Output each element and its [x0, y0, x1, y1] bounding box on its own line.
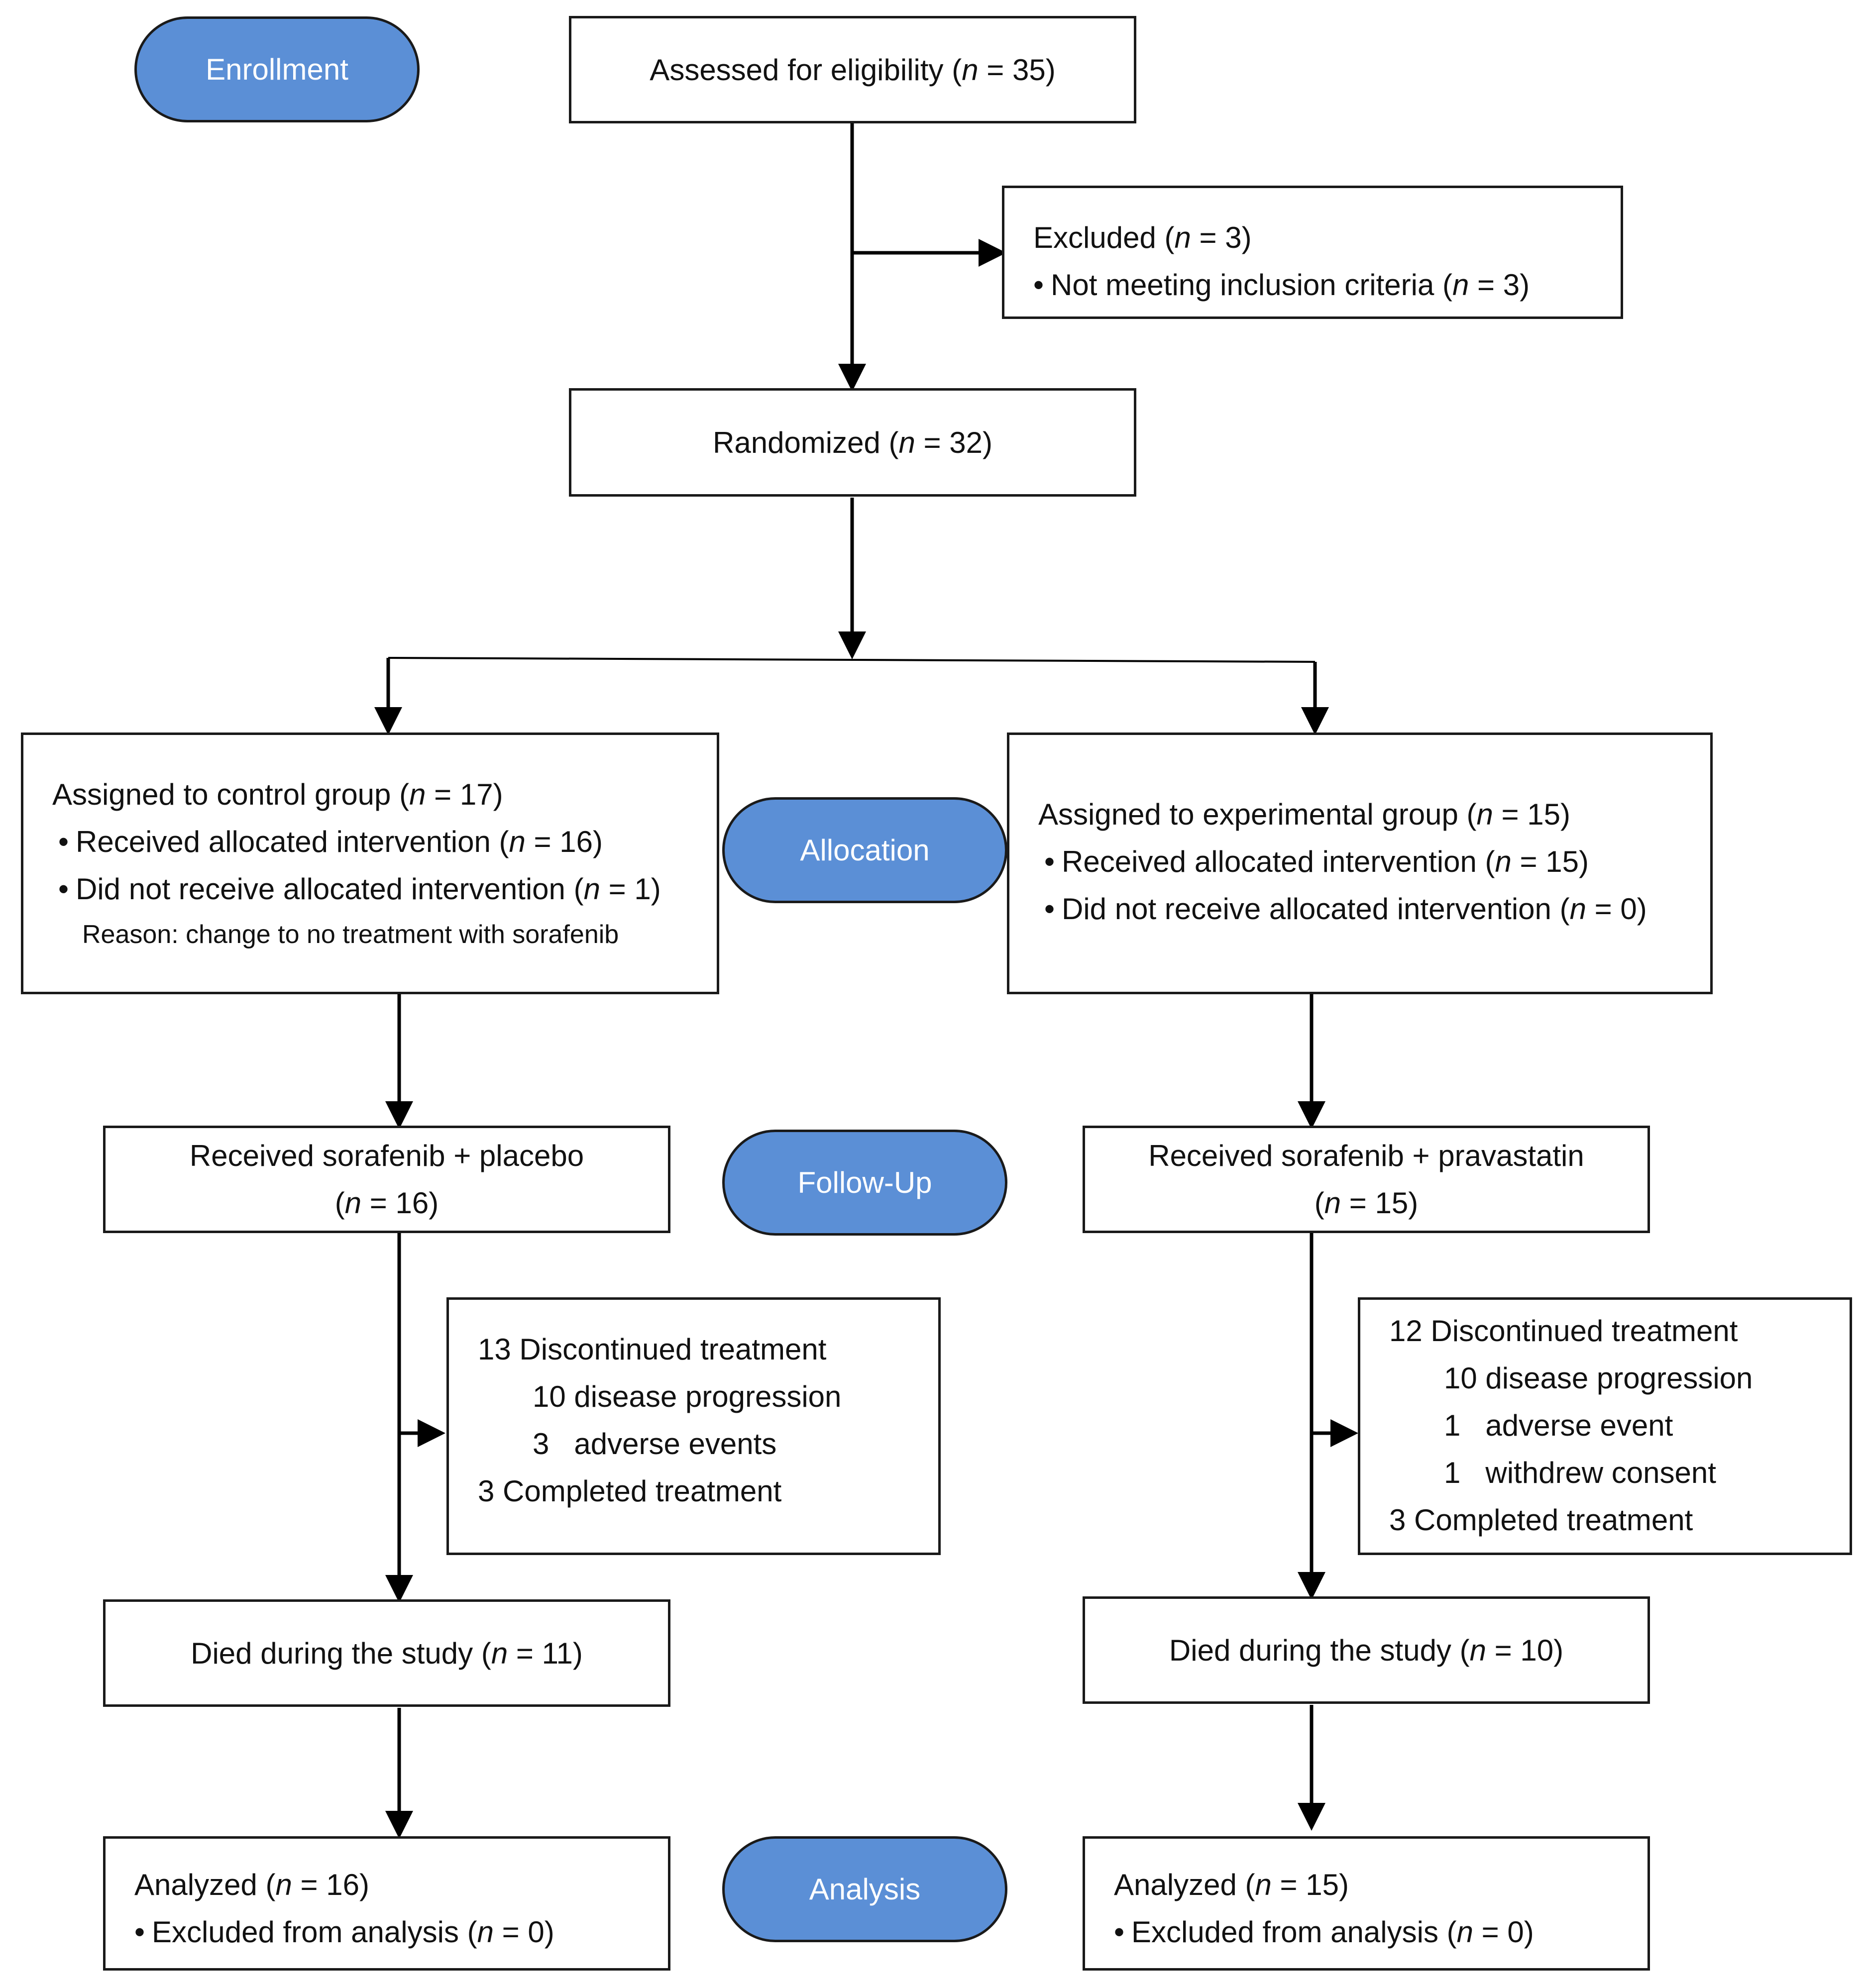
right-disease-progression: 10 disease progression — [1444, 1361, 1753, 1395]
randomized-box: Randomized (n = 32) — [569, 388, 1136, 497]
control-not-received: Did not receive allocated intervention (… — [52, 865, 717, 913]
experimental-not-received: Did not receive allocated intervention (… — [1038, 885, 1710, 933]
placebo-line1: Received sorafenib + placebo — [189, 1139, 584, 1172]
right-discontinued-box: 12 Discontinued treatment 10 disease pro… — [1358, 1297, 1852, 1555]
left-analyzed-title: Analyzed (n = 16) — [134, 1868, 369, 1901]
excluded-reason: Not meeting inclusion criteria (n = 3) — [1033, 261, 1621, 309]
right-discontinued-total: 12 Discontinued treatment — [1389, 1314, 1738, 1348]
assessed-text: Assessed for eligibility (n = 35) — [650, 53, 1056, 87]
excluded-box: Excluded (n = 3) Not meeting inclusion c… — [1002, 186, 1623, 319]
right-analyzed-box: Analyzed (n = 15) Excluded from analysis… — [1083, 1836, 1650, 1971]
assessed-box: Assessed for eligibility (n = 35) — [569, 16, 1136, 123]
stage-followup: Follow-Up — [722, 1130, 1007, 1236]
placebo-line2: (n = 16) — [334, 1186, 439, 1220]
control-title: Assigned to control group (n = 17) — [52, 778, 503, 811]
left-died-text: Died during the study (n = 11) — [191, 1636, 583, 1670]
right-analyzed-title: Analyzed (n = 15) — [1114, 1868, 1349, 1901]
right-completed: 3 Completed treatment — [1389, 1503, 1693, 1537]
randomized-text: Randomized (n = 32) — [713, 425, 992, 459]
left-excluded-from-analysis: Excluded from analysis (n = 0) — [134, 1908, 668, 1956]
control-received: Received allocated intervention (n = 16) — [52, 818, 717, 865]
experimental-received: Received allocated intervention (n = 15) — [1038, 838, 1710, 885]
stage-analysis: Analysis — [722, 1836, 1007, 1942]
left-analyzed-box: Analyzed (n = 16) Excluded from analysis… — [103, 1836, 670, 1971]
right-died-text: Died during the study (n = 10) — [1169, 1633, 1564, 1667]
placebo-treatment-box: Received sorafenib + placebo (n = 16) — [103, 1126, 670, 1233]
left-adverse-events: 3 adverse events — [533, 1427, 777, 1461]
pravastatin-treatment-box: Received sorafenib + pravastatin (n = 15… — [1083, 1126, 1650, 1233]
stage-enrollment: Enrollment — [134, 16, 420, 122]
pravastatin-line1: Received sorafenib + pravastatin — [1148, 1139, 1584, 1172]
right-withdrew-consent: 1 withdrew consent — [1444, 1456, 1716, 1489]
experimental-group-box: Assigned to experimental group (n = 15) … — [1007, 732, 1713, 994]
right-excluded-from-analysis: Excluded from analysis (n = 0) — [1114, 1908, 1647, 1956]
left-completed: 3 Completed treatment — [478, 1474, 782, 1508]
split-horizontal-line — [388, 657, 1316, 663]
left-discontinued-total: 13 Discontinued treatment — [478, 1333, 827, 1366]
left-discontinued-box: 13 Discontinued treatment 10 disease pro… — [446, 1297, 941, 1555]
stage-allocation: Allocation — [722, 797, 1007, 903]
control-group-box: Assigned to control group (n = 17) Recei… — [21, 732, 719, 994]
experimental-title: Assigned to experimental group (n = 15) — [1038, 798, 1570, 831]
excluded-title: Excluded (n = 3) — [1033, 221, 1252, 254]
control-reason: Reason: change to no treatment with sora… — [82, 920, 619, 949]
left-died-box: Died during the study (n = 11) — [103, 1599, 670, 1707]
left-disease-progression: 10 disease progression — [533, 1380, 842, 1413]
right-adverse-event: 1 adverse event — [1444, 1409, 1673, 1442]
right-died-box: Died during the study (n = 10) — [1083, 1596, 1650, 1704]
pravastatin-line2: (n = 15) — [1314, 1186, 1419, 1220]
